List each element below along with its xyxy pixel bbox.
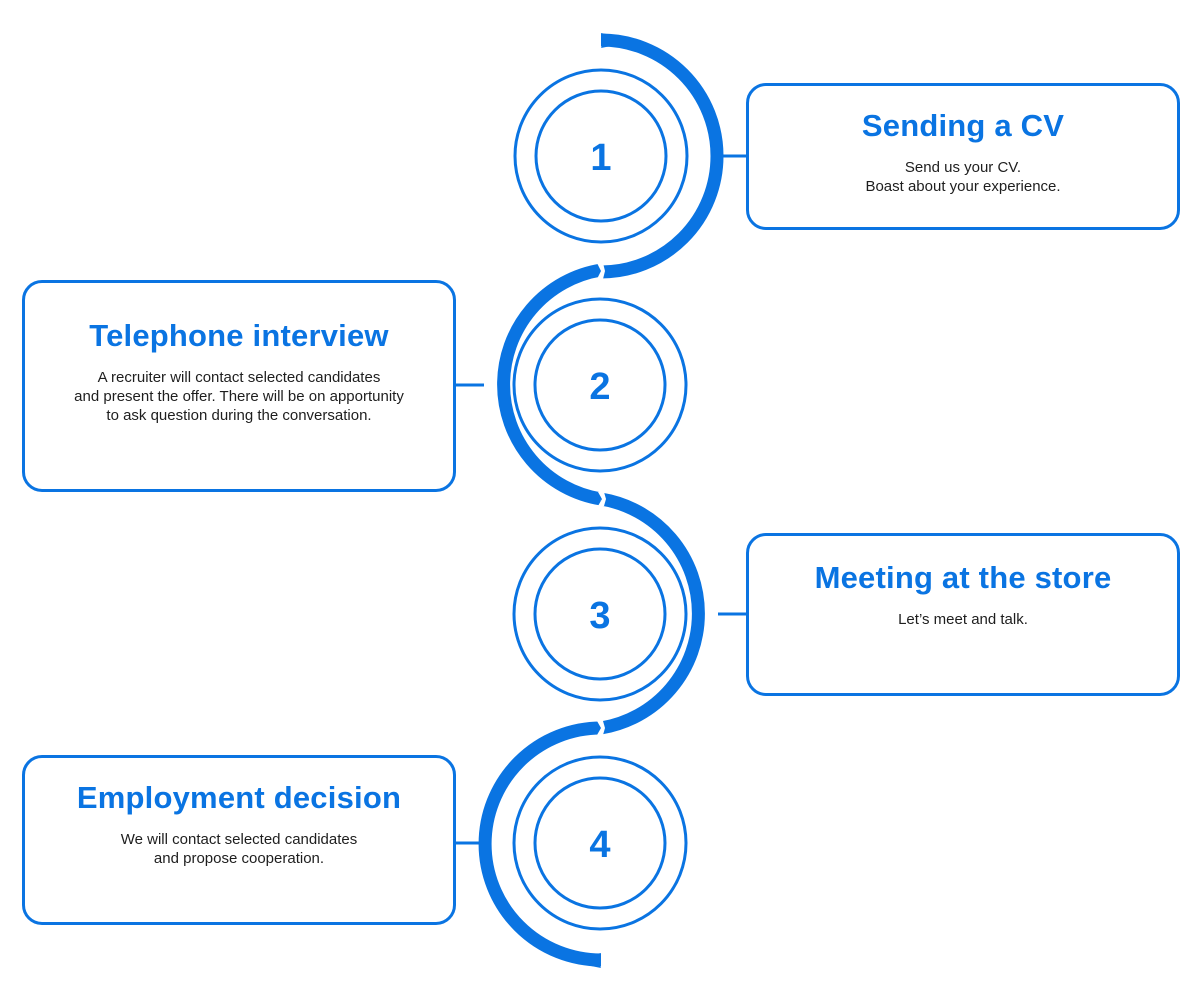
step-1-outer-ring <box>513 68 689 244</box>
arc-segment-2 <box>497 263 603 506</box>
step-2-outer-ring <box>512 297 688 473</box>
step-3-line: Let’s meet and talk. <box>898 611 1028 628</box>
arc-joint-2 <box>598 492 606 506</box>
arc-segment-3 <box>599 492 705 735</box>
step-4-number: 4 <box>589 824 610 866</box>
step-3-outer-ring <box>512 526 688 702</box>
arc-joint-3 <box>597 721 605 735</box>
step-4-outer-ring <box>512 755 688 931</box>
step-4-card: Employment decision We will contact sele… <box>22 755 456 925</box>
step-2-title: Telephone interview <box>89 318 389 353</box>
step-4-title: Employment decision <box>76 780 402 815</box>
step-3-inner-ring <box>533 547 667 681</box>
step-3-card: Meeting at the store Let’s meet and talk… <box>746 533 1180 696</box>
step-1-number: 1 <box>590 137 611 179</box>
step-4-description: We will contact selected candidates and … <box>25 830 453 868</box>
step-2-number: 2 <box>589 366 610 408</box>
step-2-description: A recruiter will contact selected candid… <box>25 368 453 425</box>
step-1-inner-ring <box>534 89 668 223</box>
step-3-number: 3 <box>589 595 610 637</box>
step-2-card: Telephone interview A recruiter will con… <box>22 280 456 492</box>
arc-start-tip <box>601 33 611 48</box>
step-2-line: to ask question during the conversation. <box>106 407 372 424</box>
step-1-card: Sending a CV Send us your CV. Boast abou… <box>746 83 1180 230</box>
step-4-inner-ring <box>533 776 667 910</box>
arc-joint-1 <box>597 263 605 279</box>
step-1-line: Send us your CV. <box>904 159 1022 176</box>
step-2-line: A recruiter will contact selected candid… <box>97 369 381 386</box>
step-1-title: Sending a CV <box>861 108 1065 143</box>
arc-segment-1 <box>600 33 724 279</box>
step-4-line: and propose cooperation. <box>153 850 325 867</box>
arc-end-tip <box>591 953 601 968</box>
step-2-line: and present the offer. There will be on … <box>74 388 404 405</box>
step-4-line: We will contact selected candidates <box>120 831 358 848</box>
step-1-description: Send us your CV. Boast about your experi… <box>749 158 1177 196</box>
step-1-line: Boast about your experience. <box>865 178 1061 195</box>
arc-segment-4 <box>478 721 602 967</box>
step-3-description: Let’s meet and talk. <box>749 610 1177 629</box>
step-2-inner-ring <box>533 318 667 452</box>
step-3-title: Meeting at the store <box>814 560 1112 595</box>
